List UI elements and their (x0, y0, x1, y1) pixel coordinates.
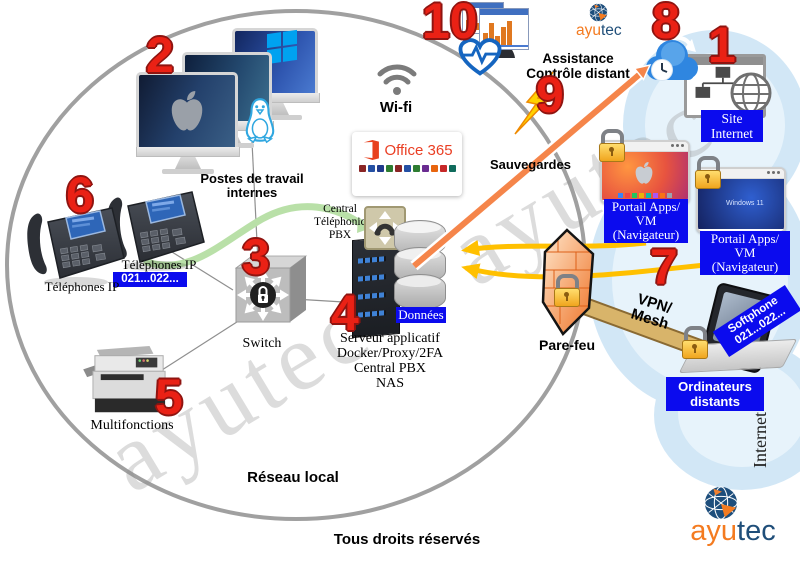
marker-7: 7 (650, 239, 678, 295)
marker-10: 10 (422, 0, 478, 49)
ayutec-brand: ayutec (678, 515, 788, 548)
wifi-label: Wi-fi (379, 99, 413, 116)
portal-windows-label-line1: Portail Apps/ (710, 231, 780, 246)
marker-3: 3 (242, 229, 270, 285)
pbx-caption-line3: PBX (328, 229, 352, 242)
remote-computers-label-line2: distants (690, 394, 740, 409)
linux-tux-icon (243, 94, 277, 144)
assistance-caption-line1: Assistance (542, 51, 614, 66)
wifi-icon (377, 64, 417, 95)
workstation-monitor-mac-front (136, 72, 240, 174)
marker-4: 4 (331, 285, 359, 341)
mac-dock-icons (605, 193, 685, 198)
portal-mac-label-line1: Portail Apps/ (611, 199, 681, 214)
remote-computers-label: Ordinateurs distants (666, 377, 764, 411)
switch-label: Switch (242, 336, 282, 351)
marker-6: 6 (66, 167, 94, 223)
brand-tec: tec (601, 22, 622, 39)
lock-icon (695, 156, 721, 189)
server-caption-line4: NAS (375, 376, 404, 391)
portal-mac-label: Portail Apps/ VM (Navigateur) (604, 199, 688, 243)
window-buttons-icon (669, 144, 684, 147)
lock-icon (554, 274, 580, 307)
window-buttons-icon (765, 171, 780, 174)
portal-windows-label-line2: VM (734, 245, 756, 260)
apple-logo-icon (633, 160, 655, 186)
workstations-caption-line2: internes (226, 185, 278, 201)
backup-label: Sauvegardes (490, 157, 571, 172)
brand-ayu: ayu (576, 22, 601, 39)
marker-8: 8 (652, 0, 680, 49)
website-label-line2: Internet (711, 126, 753, 141)
windows11-wallpaper-text: Windows 11 (726, 200, 764, 207)
office-logo-icon (363, 140, 379, 160)
phones-label-right: Téléphones IP (121, 257, 197, 272)
marker-1: 1 (708, 17, 736, 73)
brand-ayu: ayu (690, 515, 738, 547)
server-caption-line2: Docker/Proxy/2FA (336, 346, 444, 361)
workstations-caption: Postes de travail internes (200, 171, 304, 201)
lock-icon (599, 129, 625, 162)
pbx-caption-line2: Téléphonique (314, 216, 378, 229)
office365-name: Office 365 (384, 141, 453, 159)
apple-logo-icon (167, 87, 207, 135)
database-stack (394, 220, 446, 310)
ayutec-globe-icon-small (588, 2, 609, 23)
firewall-label: Pare-feu (538, 337, 596, 353)
portal-mac-label-line2: VM (635, 213, 657, 228)
remote-computers-label-line1: Ordinateurs (678, 379, 752, 394)
lan-zone-label: Réseau local (247, 469, 339, 486)
office365-app-tiles (352, 165, 462, 172)
workstations-caption-line1: Postes de travail (200, 171, 304, 186)
website-label-line1: Site (721, 111, 743, 126)
website-label: Site Internet (701, 110, 763, 142)
portal-windows-label-line3: (Navigateur) (711, 259, 779, 274)
server-tower (352, 235, 400, 339)
marker-9: 9 (536, 67, 564, 123)
office365-card: Office 365 (352, 132, 462, 196)
phones-label-left: Téléphones IP (44, 279, 120, 294)
firewall-shield (538, 228, 596, 336)
pbx-caption: Central Téléphonique PBX (314, 203, 378, 243)
brand-tec: tec (737, 515, 776, 547)
ayutec-brand-small: ayutec (576, 22, 636, 40)
marker-2: 2 (146, 27, 174, 83)
server-caption-line3: Central PBX (354, 361, 426, 376)
windows-logo-icon (712, 199, 723, 200)
portal-windows-label: Portail Apps/ VM (Navigateur) (700, 231, 790, 275)
pbx-caption-line1: Central (323, 203, 357, 215)
server-data-badge: Données (396, 307, 446, 323)
marker-5: 5 (155, 369, 183, 425)
copyright-text: Tous droits réservés (333, 531, 481, 548)
